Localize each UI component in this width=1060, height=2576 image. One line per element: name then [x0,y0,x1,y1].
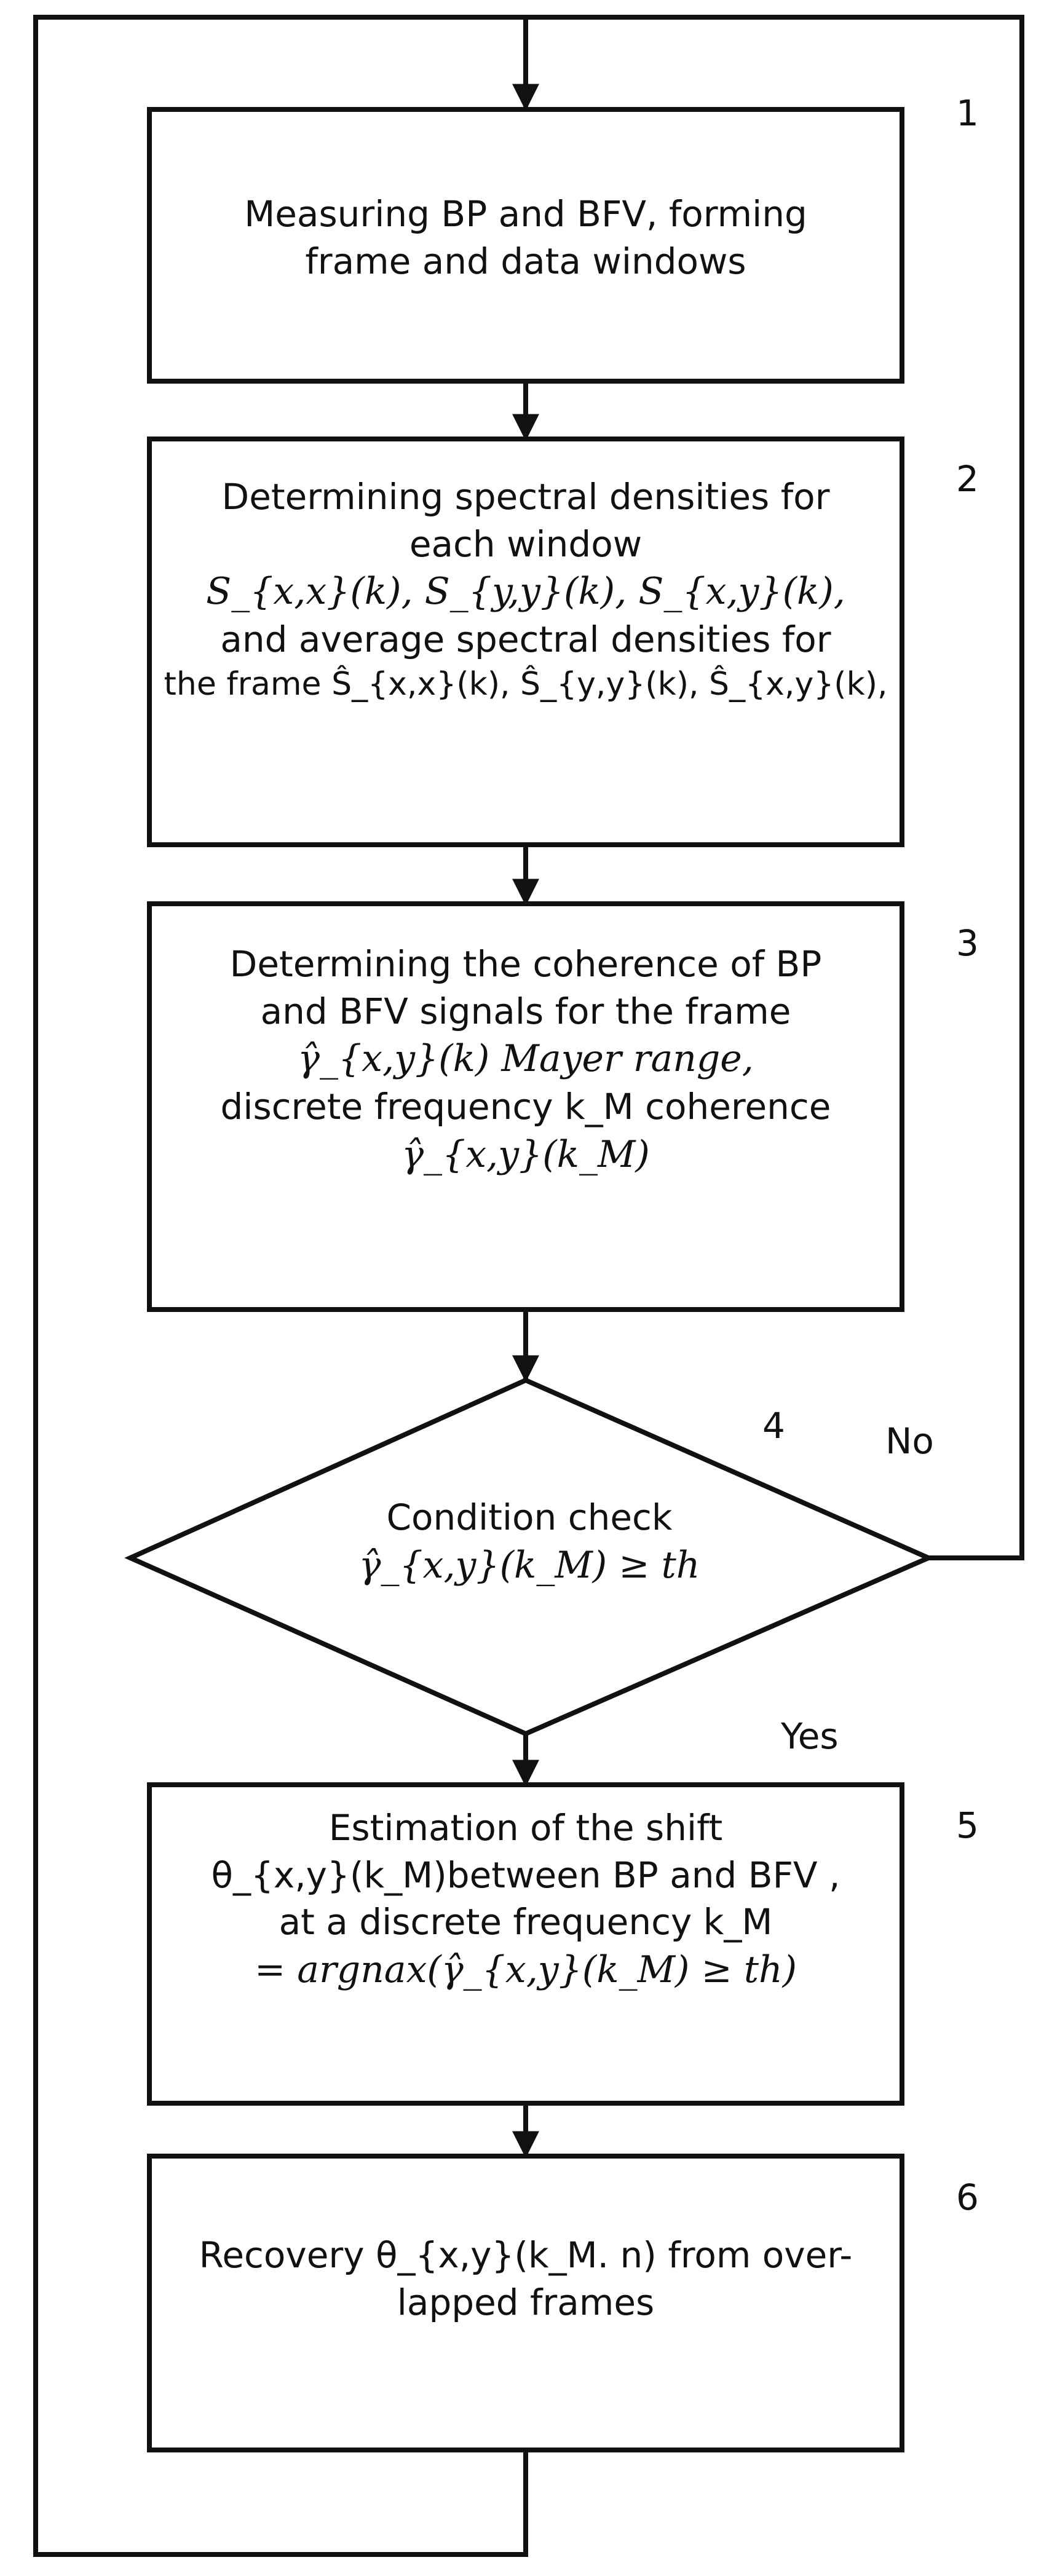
step-4-number: 4 [762,1405,785,1447]
step-3-text: Determining the coherence of BP and BFV … [149,941,902,1179]
step-4-line-1: Condition check [386,1496,673,1538]
step-2-number: 2 [956,458,979,500]
step-6-box [147,2154,904,2452]
step-5-text: Estimation of the shift θ_{x,y}(k_M)betw… [149,1804,902,1994]
loop-line-bottom [33,15,528,2557]
step-2-line-4: and average spectral densities for [220,618,831,661]
step-3-line-3: γ̂_{x,y}(k) Mayer range, [298,1037,754,1081]
step-2-line-3: S_{x,x}(k), S_{y,y}(k), S_{x,y}(k), [206,570,845,614]
step-2-line-1: Determining spectral densities for [221,476,830,518]
step-5-number: 5 [956,1804,979,1846]
step-6-number: 6 [956,2176,979,2218]
branch-no-label: No [885,1420,934,1462]
step-2-text: Determining spectral densities for each … [149,473,902,705]
step-5-line-3: at a discrete frequency k_M [279,1901,773,1943]
step-1-number: 1 [956,92,979,134]
step-3-line-4: discrete frequency k_M coherence [220,1086,831,1128]
step-6-line-2: lapped frames [397,2281,655,2323]
branch-yes-label: Yes [781,1715,839,1757]
step-5-line-1: Estimation of the shift [328,1807,723,1849]
step-6-line-1: Recovery θ_{x,y}(k_M. n) from over- [199,2234,853,2276]
step-3-line-5: γ̂_{x,y}(k_M) [401,1132,650,1176]
step-5-line-2: θ_{x,y}(k_M)between BP and BFV , [211,1854,840,1896]
step-3-box [147,901,904,1312]
no-branch-line [526,15,1024,1560]
step-2-line-5: the frame Ŝ_{x,x}(k), Ŝ_{y,y}(k), Ŝ_{x,y… [164,665,888,703]
step-3-number: 3 [956,922,979,964]
step-4-line-2: γ̂_{x,y}(k_M) ≥ th [358,1543,700,1587]
step-1-line-1: Measuring BP and BFV, forming [244,193,807,235]
step-6-text: Recovery θ_{x,y}(k_M. n) from over- lapp… [149,2232,902,2326]
step-1-text: Measuring BP and BFV, forming frame and … [149,191,902,285]
step-3-line-2: and BFV signals for the frame [260,990,791,1032]
step-1-line-2: frame and data windows [305,240,746,282]
step-2-line-2: each window [409,523,643,565]
step-3-line-1: Determining the coherence of BP [229,943,822,985]
step-4-text: Condition check γ̂_{x,y}(k_M) ≥ th [130,1494,928,1590]
step-1-box [147,107,904,384]
step-5-line-4: = argnax(γ̂_{x,y}(k_M) ≥ th) [254,1948,797,1991]
